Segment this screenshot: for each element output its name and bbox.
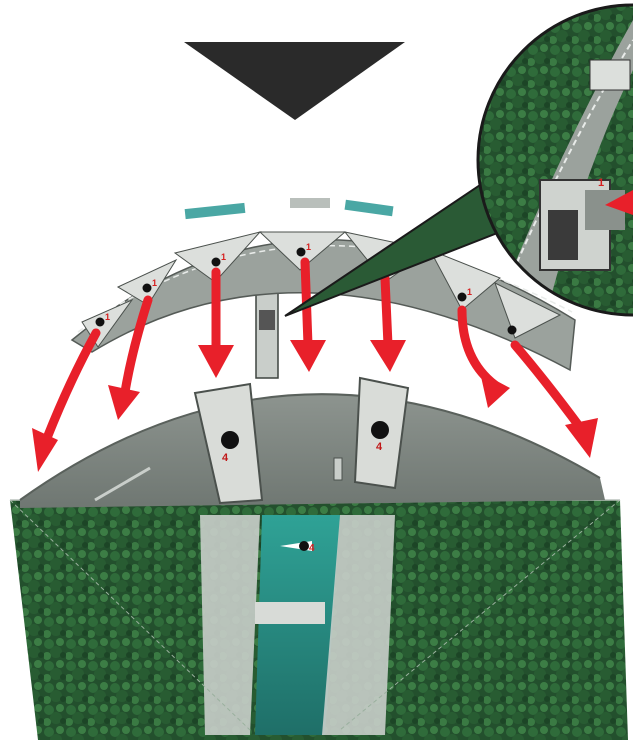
svg-text:1: 1 <box>152 278 157 288</box>
svg-text:4: 4 <box>376 441 383 453</box>
svg-text:1: 1 <box>221 252 226 262</box>
forest-box: 4 <box>10 500 628 740</box>
svg-text:1: 1 <box>598 177 604 189</box>
hole-number-label: 4 <box>309 543 315 554</box>
tower <box>256 293 278 378</box>
svg-text:1: 1 <box>306 242 311 252</box>
svg-text:1: 1 <box>467 287 472 297</box>
svg-text:1: 1 <box>105 312 110 322</box>
down-triangle-icon <box>184 42 405 120</box>
svg-text:4: 4 <box>222 452 229 464</box>
post <box>334 458 342 480</box>
